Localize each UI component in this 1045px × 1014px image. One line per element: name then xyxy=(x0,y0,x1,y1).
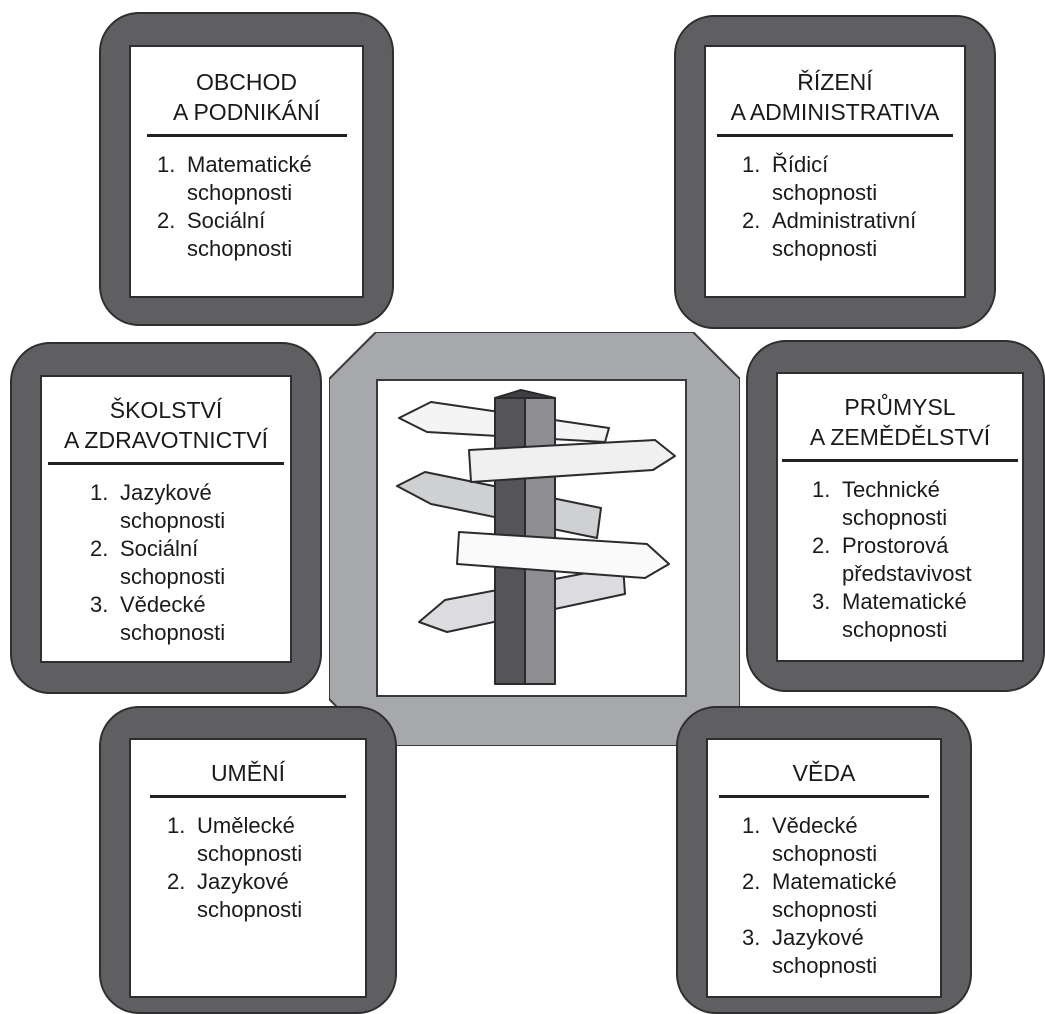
skill-text: Matematické schopnosti xyxy=(187,152,312,205)
skill-item: 2. Sociální schopnosti xyxy=(157,207,362,263)
skill-list-education: 1. Jazykové schopnosti 2. Sociální schopno… xyxy=(90,479,290,647)
skill-number: 2. xyxy=(812,533,831,558)
box-title-art: UMĚNÍ xyxy=(150,758,346,798)
box-title-industry: PRŮMYSL A ZEMĚDĚLSTVÍ xyxy=(782,392,1018,462)
skill-item: 3. Matematické schopnosti xyxy=(812,588,1022,644)
skill-item: 1. Vědecké schopnosti xyxy=(742,812,940,868)
skill-text: Umělecké schopnosti xyxy=(197,813,303,866)
skill-number: 2. xyxy=(167,869,186,894)
box-title-business: OBCHOD A PODNIKÁNÍ xyxy=(146,67,347,137)
box-business: OBCHOD A PODNIKÁNÍ 1. Matematické schopno… xyxy=(129,45,364,298)
skill-number: 1. xyxy=(742,152,761,177)
skill-list-management: 1. Řídicí schopnosti 2. Administrativní sc… xyxy=(742,151,964,263)
skill-number: 2. xyxy=(742,869,761,894)
box-title-education: ŠKOLSTVÍ A ZDRAVOTNICTVÍ xyxy=(48,395,284,465)
skill-text: Vědecké schopnosti xyxy=(772,813,878,866)
center-octagon xyxy=(328,331,741,747)
skill-item: 3. Vědecké schopnosti xyxy=(90,591,290,647)
skill-item: 1. Umělecké schopnosti xyxy=(167,812,365,868)
skill-text: Sociální schopnosti xyxy=(187,208,293,261)
box-art: UMĚNÍ 1. Umělecké schopnosti 2. Jazykové s… xyxy=(129,738,367,998)
box-science: VĚDA 1. Vědecké schopnosti 2. Matematické … xyxy=(706,738,942,998)
skill-item: 1. Řídicí schopnosti xyxy=(742,151,964,207)
sign-arrow-bottom-right xyxy=(456,531,670,579)
box-title-science: VĚDA xyxy=(719,758,929,798)
skill-item: 2. Matematické schopnosti xyxy=(742,868,940,924)
skill-text: Administrativní schopnosti xyxy=(772,208,917,261)
skill-item: 1. Matematické schopnosti xyxy=(157,151,362,207)
skill-text: Jazykové schopnosti xyxy=(120,480,226,533)
skill-text: Technické schopnosti xyxy=(842,477,948,530)
skill-text: Matematické schopnosti xyxy=(772,869,897,922)
skill-number: 3. xyxy=(742,925,761,950)
skill-number: 1. xyxy=(742,813,761,838)
skill-number: 3. xyxy=(812,589,831,614)
skill-number: 2. xyxy=(90,536,109,561)
skill-item: 2. Administrativní schopnosti xyxy=(742,207,964,263)
sign-arrow-top-right xyxy=(468,439,676,483)
skill-number: 2. xyxy=(157,208,176,233)
skill-text: Sociální schopnosti xyxy=(120,536,226,589)
skill-number: 2. xyxy=(742,208,761,233)
center-graphic xyxy=(328,331,741,747)
skill-text: Vědecké schopnosti xyxy=(120,592,226,645)
skill-text: Prostorová představivost xyxy=(842,533,972,586)
skill-list-industry: 1. Technické schopnosti 2. Prostorová před… xyxy=(812,476,1022,644)
box-industry: PRŮMYSL A ZEMĚDĚLSTVÍ 1. Technické schopn… xyxy=(776,372,1024,662)
skill-number: 1. xyxy=(812,477,831,502)
skill-text: Matematické schopnosti xyxy=(842,589,967,642)
skill-list-art: 1. Umělecké schopnosti 2. Jazykové schopno… xyxy=(167,812,365,924)
skill-item: 2. Sociální schopnosti xyxy=(90,535,290,591)
skill-item: 2. Jazykové schopnosti xyxy=(167,868,365,924)
skill-item: 3. Jazykové schopnosti xyxy=(742,924,940,980)
box-management: ŘÍZENÍ A ADMINISTRATIVA 1. Řídicí schopno… xyxy=(704,45,966,298)
skill-list-science: 1. Vědecké schopnosti 2. Matematické schop… xyxy=(742,812,940,980)
skill-number: 1. xyxy=(90,480,109,505)
skill-number: 1. xyxy=(157,152,176,177)
box-education: ŠKOLSTVÍ A ZDRAVOTNICTVÍ 1. Jazykové scho… xyxy=(40,375,292,663)
skill-item: 1. Technické schopnosti xyxy=(812,476,1022,532)
box-title-management: ŘÍZENÍ A ADMINISTRATIVA xyxy=(717,67,953,137)
skill-number: 1. xyxy=(167,813,186,838)
skill-text: Řídicí schopnosti xyxy=(772,152,878,205)
skill-text: Jazykové schopnosti xyxy=(197,869,303,922)
skill-number: 3. xyxy=(90,592,109,617)
skill-list-business: 1. Matematické schopnosti 2. Sociální scho… xyxy=(157,151,362,263)
signpost-icon xyxy=(396,389,676,685)
skill-item: 2. Prostorová představivost xyxy=(812,532,1022,588)
skill-text: Jazykové schopnosti xyxy=(772,925,878,978)
skill-item: 1. Jazykové schopnosti xyxy=(90,479,290,535)
